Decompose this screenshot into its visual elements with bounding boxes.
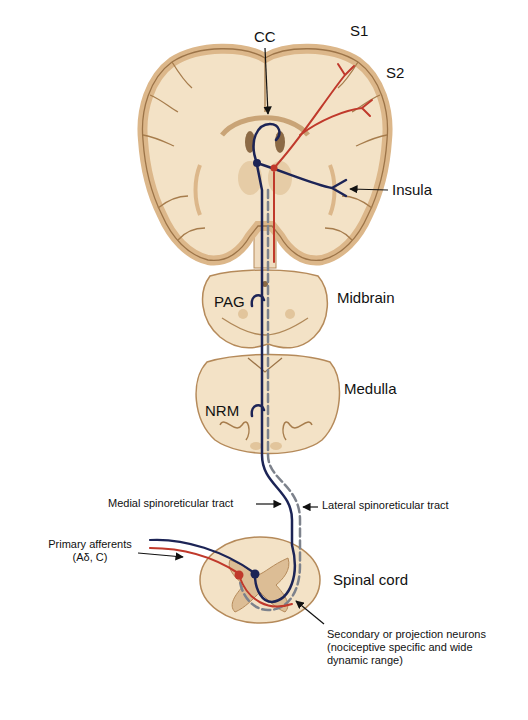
brain-outline: [142, 49, 387, 261]
sulcus: [172, 62, 192, 88]
sylvian-fissure: [158, 196, 188, 208]
red-nucleus: [238, 309, 248, 319]
medial-spinoreticular-tract: [255, 165, 295, 602]
spinal-cord-section: [200, 537, 320, 623]
midbrain-outline: [203, 270, 328, 348]
s1-projection: [274, 64, 354, 168]
leader-arrow: [296, 601, 324, 624]
dorsal-horn-neuron: [251, 570, 260, 579]
primary-afferent-fibre: [150, 548, 238, 573]
thalamus: [268, 161, 292, 195]
spinal-cord-outline: [200, 537, 320, 623]
lateral-spinoreticular-tract: [240, 190, 300, 610]
sulcus: [325, 228, 352, 240]
nucleus-label: NRM: [205, 402, 239, 420]
pag-terminal: [252, 295, 264, 306]
pyramid: [250, 442, 262, 450]
leader-arrow: [350, 189, 388, 190]
sulcus: [178, 228, 205, 240]
sulcus: [143, 135, 174, 146]
region-label: S1: [350, 22, 368, 40]
tract-label: Lateral spinoreticular tract: [322, 499, 449, 512]
sulcus: [150, 95, 178, 112]
section-label: Medulla: [344, 380, 397, 398]
midbrain-section: [203, 270, 328, 348]
sulcus: [338, 62, 358, 88]
leader-arrow: [303, 506, 318, 507]
region-label: CC: [254, 28, 276, 46]
nrm-terminal: [252, 405, 264, 416]
gray-matter: [229, 558, 289, 612]
nucleus-label: PAG: [214, 293, 245, 311]
dorsal-horn-neuron: [235, 571, 244, 580]
sulci: [143, 58, 387, 240]
section-label: Midbrain: [337, 289, 395, 307]
region-label: Insula: [392, 181, 432, 199]
pathways: [150, 64, 372, 610]
tract-label: Medial spinoreticular tract: [108, 497, 233, 510]
insular-cortex: [196, 165, 201, 215]
thalamic-relay: [271, 165, 278, 172]
sylvian-fissure: [342, 196, 372, 208]
inferior-olive: [283, 422, 312, 440]
projection-fibre: [240, 578, 292, 606]
pyramid: [270, 442, 282, 450]
red-nucleus: [285, 309, 295, 319]
region-label: S2: [386, 64, 404, 82]
neuron-label: Secondary or projection neurons (nocicep…: [327, 628, 489, 668]
leader-arrow: [138, 553, 183, 557]
brain-section: [142, 49, 387, 268]
afferent-label: Primary afferents (Aδ, C): [42, 538, 138, 564]
leader-arrow: [265, 48, 268, 114]
corpus-callosum: [222, 118, 308, 135]
cingulate-projection: [254, 124, 280, 163]
section-label: Spinal cord: [333, 571, 408, 589]
spinothalamic-fibre: [273, 172, 275, 262]
fourth-ventricle: [248, 358, 282, 372]
sulcus: [356, 135, 387, 146]
substantia-nigra: [222, 318, 308, 335]
s2-projection: [300, 100, 372, 135]
leader-arrow: [256, 503, 281, 504]
insula-projection: [257, 163, 346, 196]
thalamic-relay: [253, 159, 261, 167]
inferior-olive: [220, 422, 249, 440]
leader-arrows: [138, 48, 388, 624]
cortex-band: [142, 49, 387, 261]
